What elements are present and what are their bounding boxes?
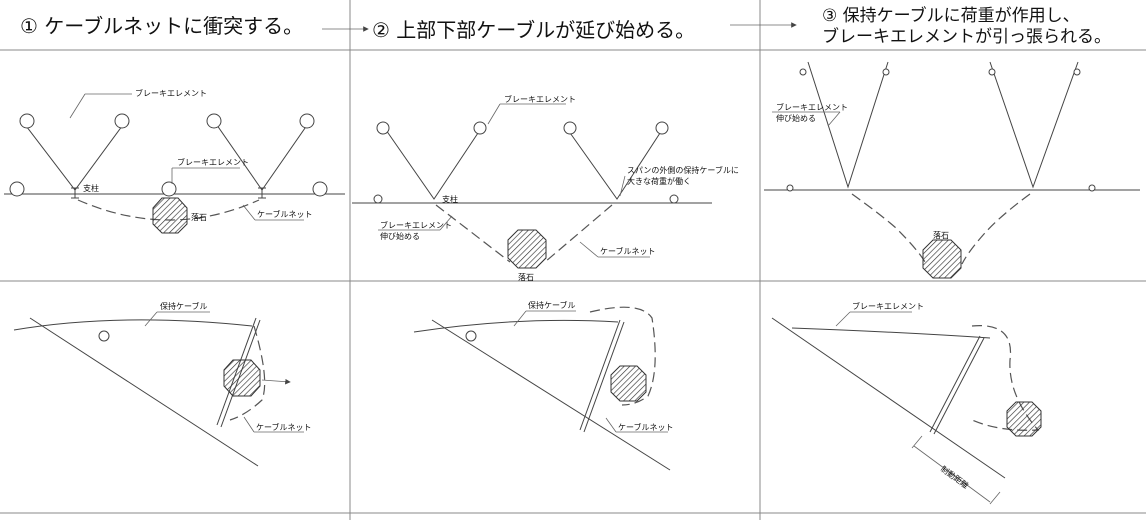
p2-label-span-note-1: スパンの外側の保持ケーブルに <box>627 165 739 175</box>
p1-label-brake-element-2: ブレーキエレメント <box>177 157 249 167</box>
step3-title-line2: ブレーキエレメントが引っ張られる。 <box>822 27 1111 47</box>
panel-2-side-view: 保持ケーブル ケーブルネット <box>413 300 674 471</box>
p1-label-holding-cable: 保持ケーブル <box>160 301 208 311</box>
step1-title: ① ケーブルネットに衝突する。 <box>20 14 304 38</box>
p3-label-brake-stretch-2: 伸び始める <box>776 113 816 123</box>
p2-label-brake-stretch-2: 伸び始める <box>380 231 420 241</box>
rockfall-boulder <box>223 359 261 397</box>
p2-label-rockfall: 落石 <box>518 272 534 282</box>
panel-2-plan-view: ブレーキエレメント 支柱 ブレーキエレメント 伸び始める スパンの外側の保持ケー… <box>352 94 739 282</box>
step3-title: ③ 保持ケーブルに荷重が作用し、 ブレーキエレメントが引っ張られる。 <box>822 6 1111 48</box>
p3-label-rockfall: 落石 <box>933 230 949 240</box>
rockfall-boulder <box>922 239 962 279</box>
p1-label-post: 支柱 <box>83 183 99 193</box>
step2-title: ② 上部下部ケーブルが延び始める。 <box>372 18 696 42</box>
rockfall-boulder <box>152 197 188 234</box>
panel-1-plan-view: ブレーキエレメント ブレーキエレメント 支柱 落石 ケーブルネット <box>4 88 345 234</box>
p2-label-post: 支柱 <box>442 194 458 204</box>
rockfall-boulder <box>1006 401 1042 437</box>
p3-label-brake-stretch-1: ブレーキエレメント <box>776 102 848 112</box>
panel-3-plan-view: ブレーキエレメント 伸び始める 落石 <box>764 61 1140 279</box>
p2-label-holding-cable: 保持ケーブル <box>528 300 576 310</box>
rockfall-boulder <box>507 229 547 269</box>
panel-1-side-view: 保持ケーブル ケーブルネット <box>13 301 312 467</box>
p2-label-cable-net: ケーブルネット <box>600 246 656 256</box>
p1-label-cable-net: ケーブルネット <box>257 209 313 219</box>
step3-title-line1: ③ 保持ケーブルに荷重が作用し、 <box>822 6 1080 26</box>
p2-label-cable-net-side: ケーブルネット <box>618 422 674 432</box>
p1-label-rockfall: 落石 <box>191 212 207 222</box>
p3-label-deform-dist: 制動距離 <box>939 464 971 491</box>
p1-label-brake-element: ブレーキエレメント <box>135 88 207 98</box>
rockfall-boulder <box>610 365 647 402</box>
p3-label-brake-element-side: ブレーキエレメント <box>852 301 924 311</box>
panel-3-side-view: 制動距離 ブレーキエレメント <box>771 301 1042 505</box>
p2-label-brake-stretch-1: ブレーキエレメント <box>380 220 452 230</box>
p2-label-span-note-2: 大きな荷重が働く <box>627 176 691 186</box>
p2-label-brake-element: ブレーキエレメント <box>504 94 576 104</box>
p1-label-cable-net-side: ケーブルネット <box>256 422 312 432</box>
